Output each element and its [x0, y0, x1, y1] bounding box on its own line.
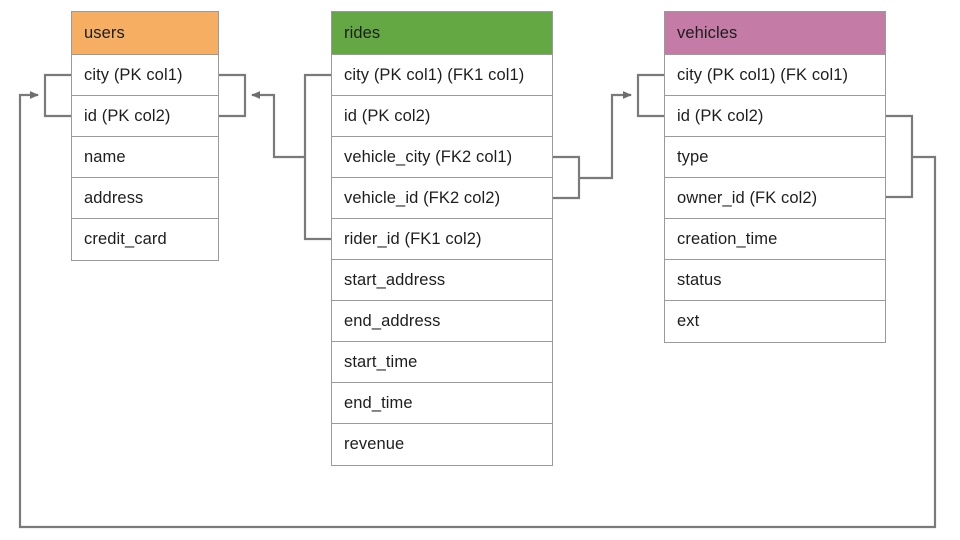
table-rides-row-start-time[interactable]: start_time [332, 342, 552, 383]
column-label: ext [677, 312, 700, 330]
column-label: type [677, 147, 709, 166]
table-rides-row-id[interactable]: id (PK col2) [332, 96, 552, 137]
column-label: creation_time [677, 229, 778, 248]
users-right-bracket [219, 73, 247, 118]
column-label: vehicle_id (FK2 col2) [344, 188, 501, 207]
column-label: status [677, 270, 722, 289]
vehicles-left-bracket [636, 73, 664, 118]
rides-right-bracket [553, 155, 581, 200]
column-label: start_time [344, 352, 418, 371]
column-label: owner_id (FK col2) [677, 188, 818, 207]
table-vehicles-row-type[interactable]: type [665, 137, 885, 178]
column-label: name [84, 147, 126, 166]
table-rides-row-end-address[interactable]: end_address [332, 301, 552, 342]
edge-vehicles-fk-users [18, 91, 937, 529]
table-users[interactable]: users city (PK col1) id (PK col2) name a… [71, 11, 219, 261]
table-vehicles-row-creation-time[interactable]: creation_time [665, 219, 885, 260]
table-users-title: users [84, 23, 125, 42]
table-rides-row-start-address[interactable]: start_address [332, 260, 552, 301]
table-vehicles[interactable]: vehicles city (PK col1) (FK col1) id (PK… [664, 11, 886, 343]
table-vehicles-header: vehicles [665, 12, 885, 55]
table-rides-row-vehicle-id[interactable]: vehicle_id (FK2 col2) [332, 178, 552, 219]
column-label: start_address [344, 270, 446, 289]
column-label: city (PK col1) (FK col1) [677, 65, 849, 84]
table-rides-row-rider-id[interactable]: rider_id (FK1 col2) [332, 219, 552, 260]
column-label: end_address [344, 311, 441, 330]
table-users-row-address[interactable]: address [72, 178, 218, 219]
column-label: revenue [344, 435, 405, 453]
table-users-header: users [72, 12, 218, 55]
column-label: city (PK col1) (FK1 col1) [344, 65, 525, 84]
column-label: city (PK col1) [84, 65, 183, 84]
table-rides-row-vehicle-city[interactable]: vehicle_city (FK2 col1) [332, 137, 552, 178]
table-rides-row-end-time[interactable]: end_time [332, 383, 552, 424]
table-rides-row-revenue[interactable]: revenue [332, 424, 552, 465]
table-users-row-city[interactable]: city (PK col1) [72, 55, 218, 96]
column-label: id (PK col2) [344, 106, 431, 125]
table-users-row-id[interactable]: id (PK col2) [72, 96, 218, 137]
table-vehicles-row-ext[interactable]: ext [665, 301, 885, 342]
edge-rides-fk1-users [251, 91, 305, 159]
table-vehicles-row-status[interactable]: status [665, 260, 885, 301]
table-vehicles-row-city[interactable]: city (PK col1) (FK col1) [665, 55, 885, 96]
column-label: end_time [344, 393, 413, 412]
users-left-bracket [43, 73, 71, 118]
table-users-row-credit-card[interactable]: credit_card [72, 219, 218, 260]
table-vehicles-row-id[interactable]: id (PK col2) [665, 96, 885, 137]
edge-rides-fk2-vehicles [579, 91, 632, 180]
column-label: id (PK col2) [84, 106, 171, 125]
column-label: rider_id (FK1 col2) [344, 229, 482, 248]
column-label: vehicle_city (FK2 col1) [344, 147, 513, 166]
table-users-row-name[interactable]: name [72, 137, 218, 178]
table-vehicles-title: vehicles [677, 23, 738, 42]
table-rides[interactable]: rides city (PK col1) (FK1 col1) id (PK c… [331, 11, 553, 466]
column-label: credit_card [84, 230, 167, 248]
table-rides-title: rides [344, 23, 381, 42]
table-rides-row-city[interactable]: city (PK col1) (FK1 col1) [332, 55, 552, 96]
table-vehicles-row-owner-id[interactable]: owner_id (FK col2) [665, 178, 885, 219]
column-label: id (PK col2) [677, 106, 764, 125]
table-rides-header: rides [332, 12, 552, 55]
column-label: address [84, 188, 144, 207]
rides-left-bracket [303, 73, 331, 241]
vehicles-right-bracket [886, 114, 914, 199]
